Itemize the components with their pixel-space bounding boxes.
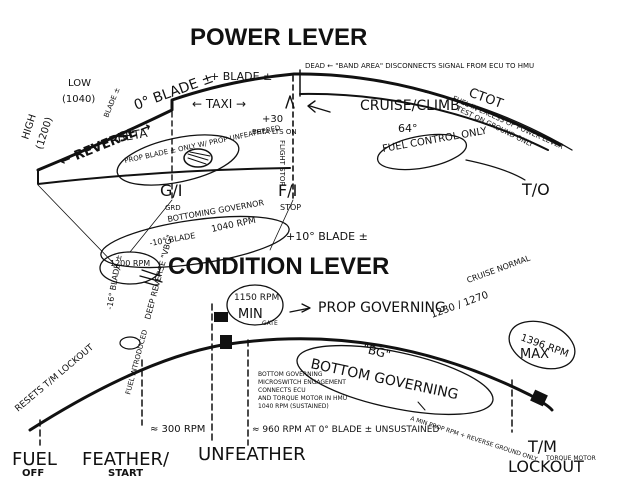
rpm960-label: ≈ 960 RPM AT 0° BLADE ± UNSUSTAINED [252,425,439,435]
bg-tab [220,335,232,349]
low-rpm-label: (1040) [62,94,95,105]
fuel-control-bubble [376,133,468,171]
max-bubble [508,320,576,370]
plus30-label: +30 [262,114,283,125]
rpm1200-label: 1200 RPM [110,259,150,268]
min-prop-leader [417,401,426,411]
condition-lever-title: CONDITION LEVER [168,253,389,280]
power-lever-title: POWER LEVER [190,24,367,51]
min-label: MIN [238,307,263,322]
high-rpm-label: (1200) [34,116,55,151]
cruise-normal-label: CRUISE NORMAL [466,253,532,284]
fuel-label: FUEL [12,449,57,470]
min-rpm-label: 1150 RPM [234,293,279,303]
deg64-label: 64° [398,122,418,135]
gate-label: GATE [262,320,278,327]
flight-stop-arrow [285,95,295,109]
blade-left-label: BLADE ± [102,86,121,118]
gi-label: G/I [160,181,183,200]
max-label: MAX [520,347,549,362]
fuel-control-leader [465,159,526,181]
min-prop-label: A MIN PROP RPM + REVERSE GROUND ONLY [409,415,538,463]
range-leader-lines [37,184,294,271]
max-tab [530,389,548,407]
cruise-climb-range-line [299,92,549,151]
scribble-marks [187,151,211,165]
cruise-left-arrow [307,100,331,113]
resets-lockout-label: RESETS T/M LOCKOUT [14,343,97,415]
feather-label: FEATHER/ [82,449,170,470]
scribble-blob [183,148,213,168]
fuel-intro-dot [119,336,141,350]
cruise-climb-label: CRUISE/CLIMB [360,98,460,114]
start-label: START [108,468,143,479]
min-gate-tab [214,312,228,322]
tm-label: T/M [527,437,557,456]
beta-label: BETA [116,126,149,145]
lockout-label: LOCKOUT [508,457,584,476]
high-label: HIGH [20,113,38,141]
bottom-governing-bubble [296,344,494,416]
taxi-label: ← TAXI → [192,97,246,111]
beta-lights-label: BETA LTS ON [252,128,297,136]
prop-governing-label: PROP GOVERNING [318,300,446,316]
off-label: OFF [22,468,44,479]
plus10-label: +10° BLADE ± [286,230,368,243]
min-bubble [226,284,284,326]
bottoming-governor-bubble [100,215,290,269]
torque-motor-label: TORQUE MOTOR [545,455,596,462]
fuel-excess-label: FUEL IN EXCESS OF POWER LEVER [451,95,565,151]
dead-band-label: DEAD ← "BAND AREA" DISCONNECTS SIGNAL FR… [305,62,534,70]
fi-label: F/I [278,181,297,200]
plus-blade-label: + BLADE ± [210,70,272,83]
low-label: LOW [68,78,91,89]
stop-label: STOP [280,203,301,212]
bg-note: BOTTOM GOVERNING MICROSWITCH ENGAGEMENT … [258,371,349,410]
prop-gov-arrow [289,303,311,313]
prop-note-bubble [116,134,240,186]
rpm1040-label: 1040 RPM [211,216,257,235]
ground-label: GRD [165,204,181,212]
rpm300-label: ≈ 300 RPM [150,424,205,435]
ctot-line [424,91,573,151]
flight-stop-label: FLIGHT STOP [278,140,286,186]
bg-label: "BG" [361,341,392,361]
power-lever-lower-arc [37,167,291,185]
to-label: T/O [521,180,550,199]
deep-reverse-scribble [139,269,163,287]
unfeather-label: UNFEATHER [198,444,306,465]
